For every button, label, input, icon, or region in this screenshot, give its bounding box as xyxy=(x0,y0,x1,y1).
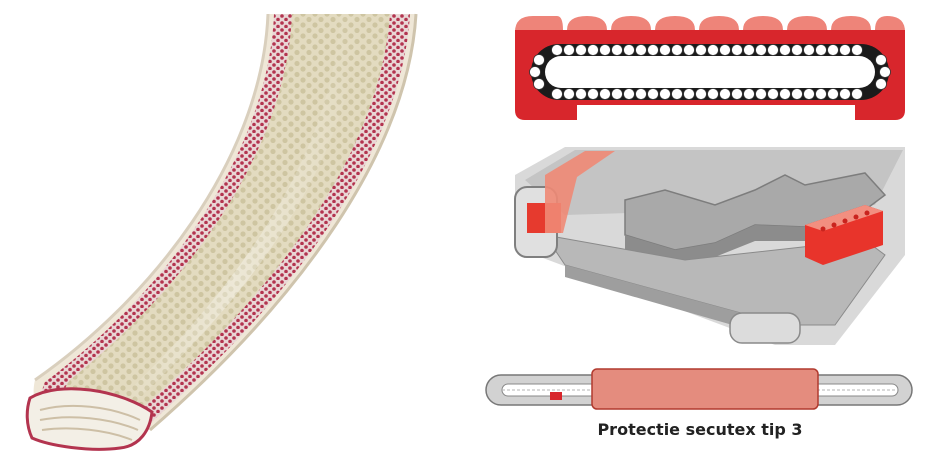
sleeve-cutaway-diagram xyxy=(505,145,915,345)
round-sling-with-sleeve-diagram xyxy=(480,365,920,410)
sleeve-cross-section-diagram xyxy=(505,10,915,125)
protective-sleeve-image xyxy=(25,13,418,451)
caption: Protectie secutex tip 3 xyxy=(597,420,803,439)
